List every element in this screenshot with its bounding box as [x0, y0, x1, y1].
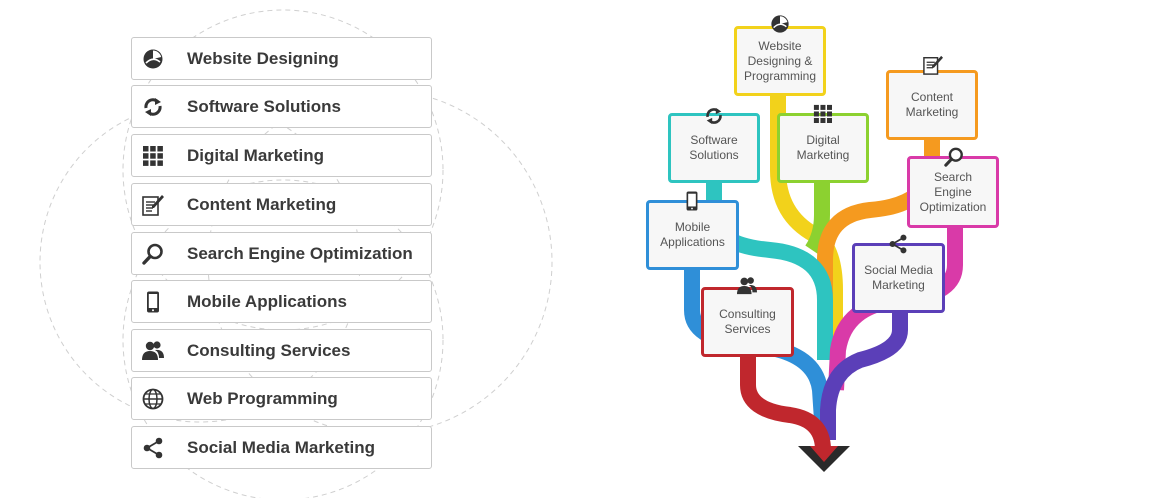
service-item-mobile-applications[interactable]: Mobile Applications: [131, 280, 432, 323]
node-consulting[interactable]: Consulting Services: [701, 287, 794, 357]
grid-icon: [813, 104, 832, 123]
service-item-digital-marketing[interactable]: Digital Marketing: [131, 134, 432, 177]
people-icon: [737, 277, 757, 295]
share-icon: [889, 234, 907, 254]
service-item-software-solutions[interactable]: Software Solutions: [131, 85, 432, 128]
node-label: Consulting Services: [719, 307, 776, 336]
node-label: Mobile Applications: [660, 220, 725, 249]
branch-social: [820, 312, 908, 440]
node-social[interactable]: Social Media Marketing: [852, 243, 945, 313]
globe-pie-icon: [143, 49, 163, 69]
service-label: Web Programming: [187, 389, 338, 408]
node-mobile[interactable]: Mobile Applications: [646, 200, 739, 270]
service-label: Content Marketing: [187, 195, 337, 214]
branch-digital: [805, 180, 830, 255]
service-tree-diagram: Website Designing & Programming Content …: [630, 0, 1050, 498]
service-item-web-programming[interactable]: Web Programming: [131, 377, 432, 420]
node-content[interactable]: Content Marketing: [886, 70, 978, 140]
people-icon: [142, 341, 164, 360]
globe-pie-icon: [771, 15, 789, 33]
sync-arrows-icon: [706, 107, 722, 125]
branch-consulting: [740, 355, 831, 451]
document-pen-icon: [142, 195, 164, 216]
share-icon: [143, 437, 163, 459]
service-label: Search Engine Optimization: [187, 244, 413, 263]
service-label: Consulting Services: [187, 341, 351, 360]
service-label: Mobile Applications: [187, 292, 347, 311]
node-software[interactable]: Software Solutions: [668, 113, 760, 183]
service-item-content-marketing[interactable]: Content Marketing: [131, 183, 432, 226]
node-label: Social Media Marketing: [864, 263, 933, 292]
service-label: Software Solutions: [187, 97, 341, 116]
sync-arrows-icon: [144, 98, 162, 116]
service-item-social-media-marketing[interactable]: Social Media Marketing: [131, 426, 432, 469]
node-label: Website Designing & Programming: [743, 38, 817, 83]
node-website[interactable]: Website Designing & Programming: [734, 26, 826, 96]
service-label: Digital Marketing: [187, 146, 324, 165]
node-label: Digital Marketing: [796, 133, 850, 162]
node-label: Software Solutions: [689, 133, 739, 162]
globe-icon: [142, 388, 164, 410]
service-item-consulting-services[interactable]: Consulting Services: [131, 329, 432, 372]
service-label: Social Media Marketing: [187, 438, 375, 457]
phone-icon: [147, 291, 159, 313]
magnifier-icon: [142, 243, 163, 265]
grid-icon: [143, 146, 163, 166]
magnifier-icon: [944, 147, 963, 167]
node-seo[interactable]: Search Engine Optimization: [907, 156, 999, 228]
service-label: Website Designing: [187, 49, 339, 68]
service-item-seo[interactable]: Search Engine Optimization: [131, 232, 432, 275]
node-label: Content Marketing: [905, 90, 959, 119]
service-item-website-designing[interactable]: Website Designing: [131, 37, 432, 80]
node-label: Search Engine Optimization: [919, 169, 987, 214]
phone-icon: [686, 191, 698, 211]
document-pen-icon: [923, 55, 943, 75]
